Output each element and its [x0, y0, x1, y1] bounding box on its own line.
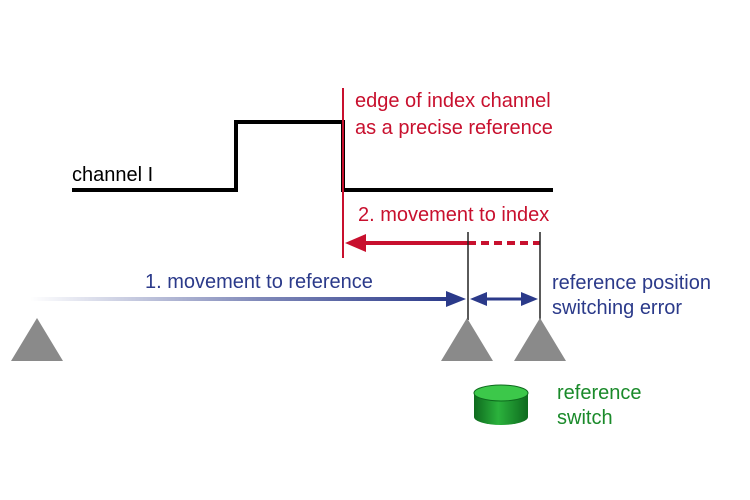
reference-switch-icon — [473, 384, 529, 425]
switching-error-arrowhead-left — [470, 292, 487, 306]
channel-i-signal — [72, 120, 553, 192]
switching-error-label-line-1: reference position — [552, 272, 711, 294]
switching-error-label-line-2: switching error — [552, 297, 682, 319]
index-edge-label-line-1: edge of index channel — [355, 90, 551, 112]
start-position-triangle — [11, 318, 63, 361]
reference-switch-label-line-2: switch — [557, 407, 613, 429]
switch-position-triangle — [514, 318, 566, 361]
switching-error-arrowhead-right — [521, 292, 538, 306]
reference-switch-label-line-1: reference — [557, 382, 642, 404]
movement-to-reference-arrow — [30, 297, 450, 301]
reference-position-triangle — [441, 318, 493, 361]
movement-to-reference-label: 1. movement to reference — [145, 271, 373, 293]
channel-i-label: channel I — [72, 164, 153, 186]
movement-to-reference-arrowhead — [446, 291, 466, 307]
movement-to-index-label: 2. movement to index — [358, 204, 549, 226]
index-edge-label-line-2: as a precise reference — [355, 117, 553, 139]
movement-to-index-arrowhead — [345, 234, 366, 252]
